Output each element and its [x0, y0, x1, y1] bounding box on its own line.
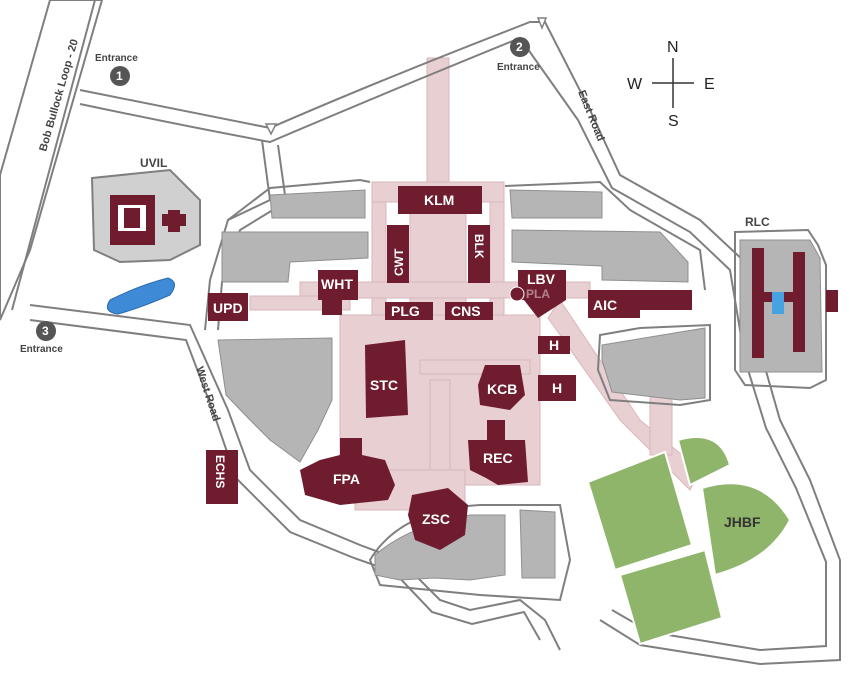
building-fpa-shape[interactable] — [300, 438, 395, 505]
east-road-label: East Road — [575, 89, 606, 143]
building-h1[interactable]: H — [549, 337, 559, 353]
uvil-label: UVIL — [140, 156, 167, 170]
building-cwt-shape[interactable] — [387, 225, 409, 283]
building-h1-shape[interactable] — [538, 336, 570, 354]
building-stc-shape[interactable] — [365, 340, 408, 418]
building-cns[interactable]: CNS — [451, 303, 481, 319]
building-lbv[interactable]: LBV — [527, 271, 556, 287]
building-fpa[interactable]: FPA — [333, 471, 360, 487]
rlc-area: RLC — [734, 215, 838, 390]
building-echs-shape[interactable] — [206, 450, 238, 504]
building-upd[interactable]: UPD — [213, 300, 243, 316]
compass-s: S — [668, 113, 679, 130]
road-marker — [536, 17, 548, 31]
entrance-2-label: Entrance — [497, 62, 540, 73]
pond — [106, 277, 175, 315]
compass-w: W — [627, 76, 643, 93]
building-upd-shape[interactable] — [208, 293, 248, 321]
building-zsc-shape[interactable] — [408, 488, 468, 550]
building-wht[interactable]: WHT — [321, 276, 353, 292]
building-kcb[interactable]: KCB — [487, 381, 517, 397]
building-blk[interactable]: BLK — [472, 234, 486, 259]
building-aic[interactable]: AIC — [593, 297, 617, 313]
building-klm-shape[interactable] — [398, 186, 482, 214]
building-plg[interactable]: PLG — [391, 303, 420, 319]
building-h2[interactable]: H — [552, 380, 562, 396]
athletic-fields — [586, 436, 792, 646]
building-wht-shape[interactable] — [318, 270, 358, 315]
building-rec-shape[interactable] — [468, 420, 528, 485]
building-klm[interactable]: KLM — [424, 192, 454, 208]
entrance-1[interactable]: 1 Entrance — [95, 53, 138, 86]
west-road-label: West Road — [193, 365, 222, 423]
entrance-2-number: 2 — [516, 40, 523, 54]
entrance-3-label: Entrance — [20, 344, 63, 355]
building-lbv-shape[interactable] — [518, 270, 566, 318]
entrance-1-label: Entrance — [95, 53, 138, 64]
buildings — [206, 186, 692, 550]
building-pla: PLA — [526, 287, 550, 301]
entrance-1-number: 1 — [116, 69, 123, 83]
building-stc[interactable]: STC — [370, 377, 398, 393]
building-cns-shape[interactable] — [445, 302, 493, 320]
building-labels: KLM CWT BLK WHT LBV PLA UPD PLG CNS AIC … — [213, 192, 617, 527]
building-h2-shape[interactable] — [538, 375, 576, 401]
compass-e: E — [704, 76, 715, 93]
entrance-3[interactable]: 3 Entrance — [20, 321, 63, 355]
compass: N S W E — [627, 39, 715, 130]
uvil-area: UVIL — [90, 156, 201, 264]
building-blk-shape[interactable] — [468, 225, 490, 283]
building-zsc[interactable]: ZSC — [422, 511, 450, 527]
entrance-2[interactable]: 2 Entrance — [497, 37, 540, 73]
compass-n: N — [667, 39, 679, 56]
building-aic-shape[interactable] — [588, 290, 692, 318]
building-jhbf[interactable]: JHBF — [724, 514, 761, 530]
building-echs[interactable]: ECHS — [213, 455, 227, 488]
building-rec[interactable]: REC — [483, 450, 513, 466]
building-plg-shape[interactable] — [385, 302, 433, 320]
rlc-label: RLC — [745, 215, 770, 229]
road-marker — [264, 123, 278, 136]
building-cwt[interactable]: CWT — [392, 248, 406, 276]
entrance-3-number: 3 — [42, 324, 49, 338]
highway: Bob Bullock Loop - 20 — [0, 0, 104, 321]
pla-marker — [509, 286, 525, 302]
building-kcb-shape[interactable] — [478, 365, 525, 410]
